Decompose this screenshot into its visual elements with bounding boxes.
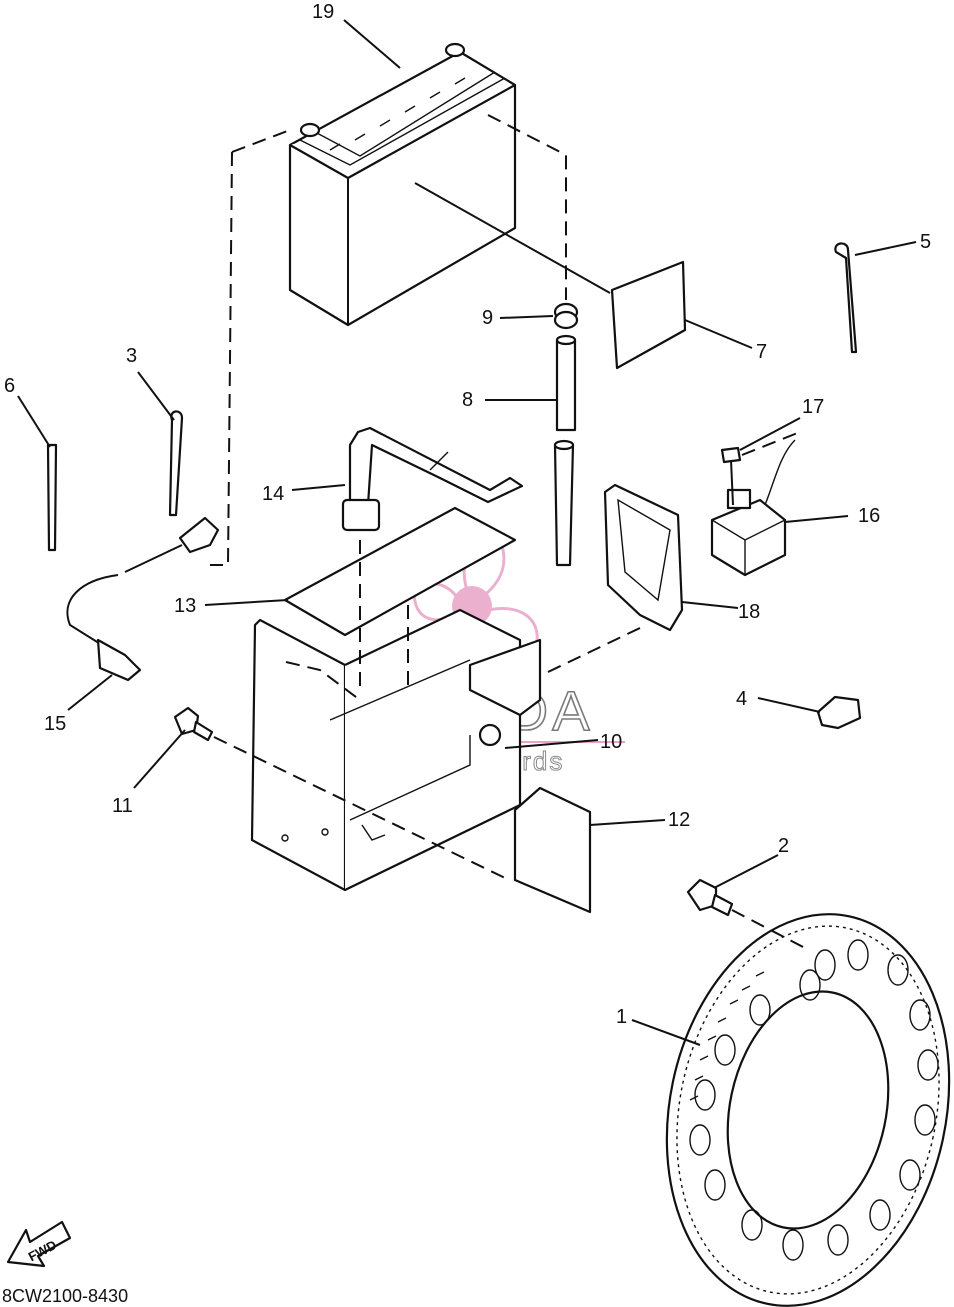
battery-pad	[610, 260, 687, 370]
cable-band-5	[834, 242, 858, 354]
battery-case	[250, 608, 542, 892]
relay-cover	[603, 483, 684, 632]
battery-band	[341, 426, 524, 532]
bolt-11	[173, 706, 214, 742]
hose-clamp	[553, 302, 579, 330]
callout-8: 8	[462, 389, 473, 411]
callout-7: 7	[756, 341, 767, 363]
fwd-arrow-icon: FWD	[6, 1220, 72, 1268]
callout-4: 4	[736, 688, 747, 710]
callout-5: 5	[920, 231, 931, 253]
bolt-2	[686, 878, 734, 917]
cable-band-3	[168, 410, 184, 517]
callout-18: 18	[738, 601, 760, 623]
callout-15: 15	[44, 713, 66, 735]
part-code: 8CW2100-8430	[2, 1286, 128, 1306]
callout-10: 10	[600, 731, 622, 753]
cover-plate	[513, 786, 592, 914]
callout-11: 11	[112, 795, 133, 817]
callout-19: 19	[312, 1, 334, 23]
callout-12: 12	[668, 809, 690, 831]
callout-1: 1	[616, 1006, 627, 1028]
battery	[288, 42, 517, 327]
callout-17: 17	[802, 396, 824, 418]
callout-labels: 1 2 3 4 5 6 7 8 9 10 11 12 13 14 15 16 1…	[4, 1, 931, 1028]
battery-box-pad	[283, 506, 517, 637]
cap-4	[816, 695, 862, 730]
screw-17	[720, 446, 742, 506]
callout-9: 9	[482, 307, 493, 329]
breather-hose	[553, 334, 577, 567]
callout-16: 16	[858, 505, 880, 527]
leader-lines	[17, 19, 917, 1046]
cable-band-6	[46, 443, 58, 552]
callout-13: 13	[174, 595, 196, 617]
assembly-lines	[210, 114, 806, 949]
rotor-disc	[665, 913, 951, 1307]
callout-2: 2	[778, 835, 789, 857]
lead-wire	[66, 516, 220, 682]
callout-6: 6	[4, 375, 15, 397]
callout-3: 3	[126, 345, 137, 367]
callout-14: 14	[262, 483, 284, 505]
